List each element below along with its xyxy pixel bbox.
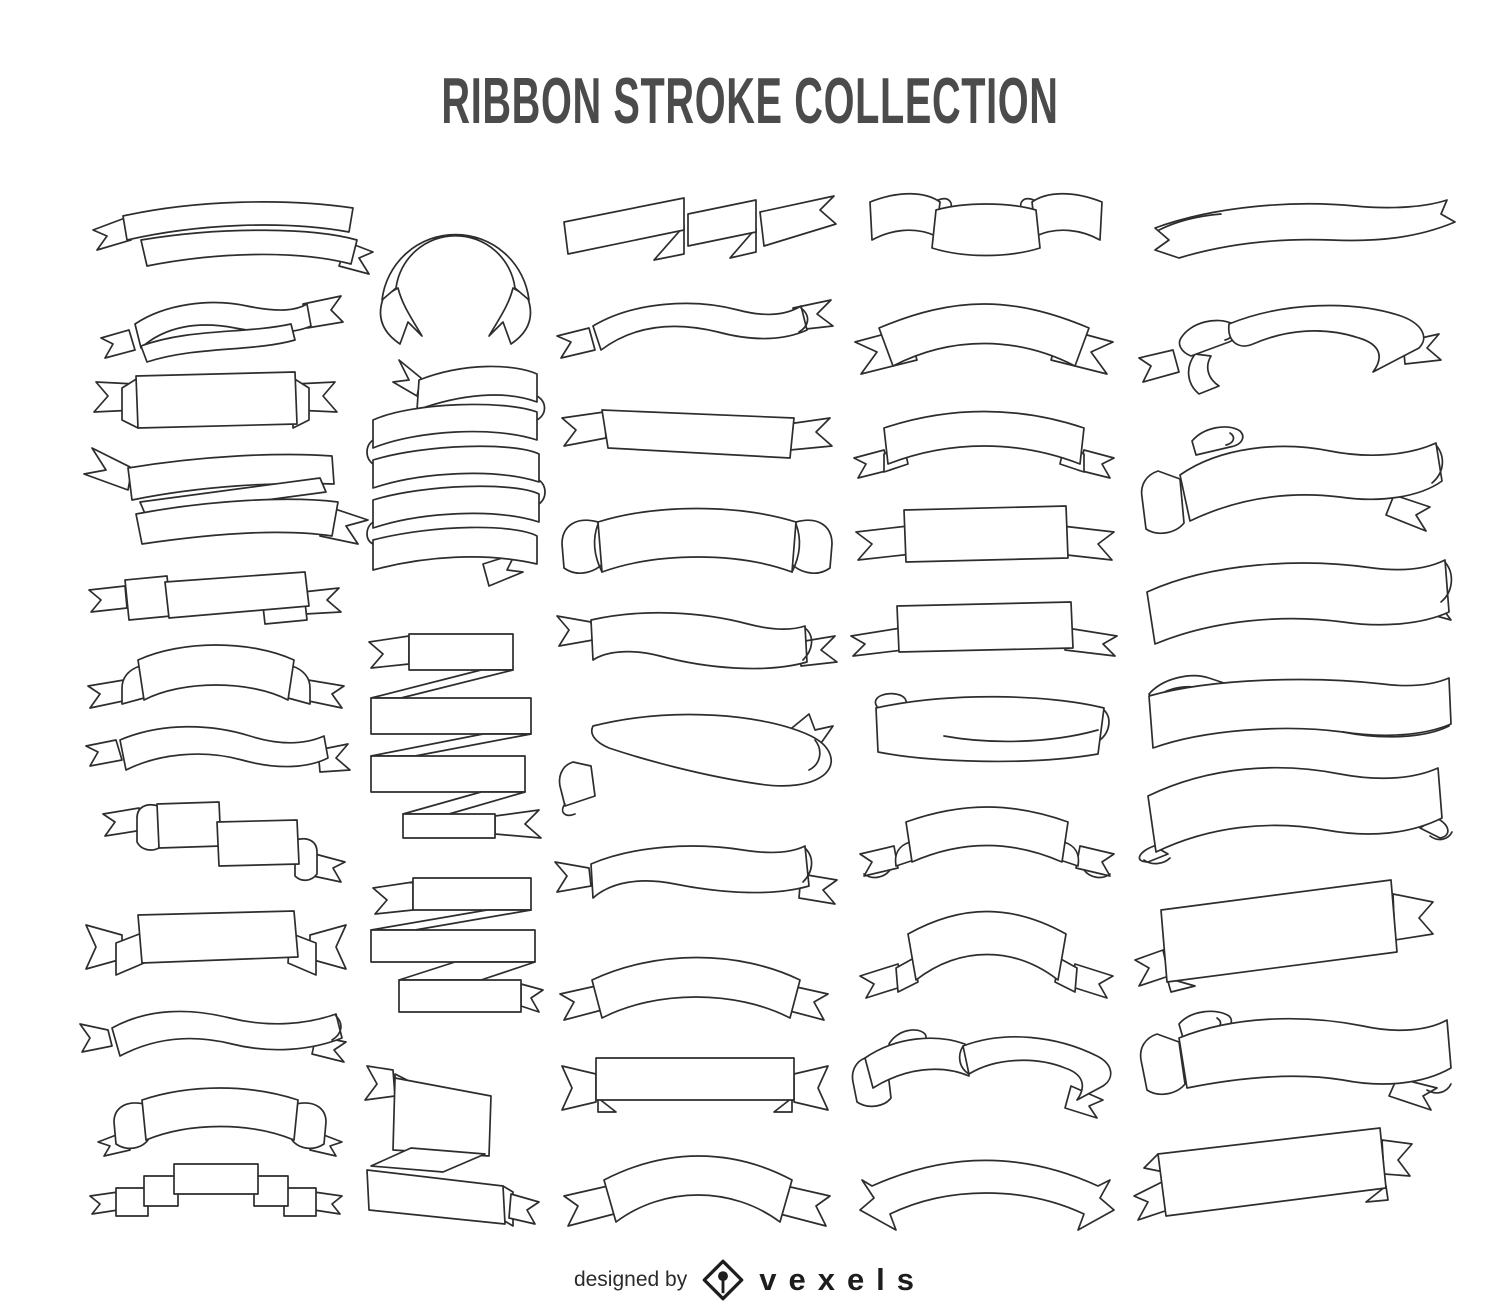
ribbon-wave-roll-forked [1139,1010,1452,1111]
ribbon-straight-bowtie-banner [561,1057,829,1113]
ribbon-crossing-diagonal [83,447,369,545]
ribbon-large-scroll-wave [1140,426,1444,535]
ribbon-wide-fork-arched-banner [854,303,1114,375]
ribbon-circle [379,233,532,345]
ribbon-reverse-wave-forked-banner [554,845,838,905]
ribbon-s-curve-forked [556,299,834,359]
ribbon-angular-two-band [364,1065,540,1227]
ribbon-wave-forked-banner [556,611,838,670]
ribbon-thick-scroll [558,713,834,817]
designed-by-label: designed by [573,1268,688,1291]
ribbon-rolled-scroll [874,692,1110,763]
ribbon-straight-banner-wide-forks [855,505,1115,563]
ribbon-curled-wing-banner [869,192,1103,257]
footer: designed by vexels [0,1258,1500,1302]
ribbon-stepped-curl [102,801,346,883]
vexels-diamond-pen-icon [702,1259,744,1301]
ribbon-arched-side-folds [87,644,345,709]
ribbon-folded-banner [93,371,338,429]
page-title: RIBBON STROKE COLLECTION [441,65,1059,138]
ribbon-slanted-forked-banner [561,409,833,459]
ribbon-wave-curly-end-banner [1138,766,1453,865]
ribbon-wide-arch-notched-banner [859,1159,1115,1231]
ribbon-curl-flap-arched-banner [561,507,833,574]
ribbon-s-fold-forked [1138,304,1442,395]
ribbon-slanted-notched-banner [1133,1127,1413,1221]
ribbon-curled-flap-arch [97,1087,343,1157]
ribbon-thin-straight-forked-banner [850,601,1118,657]
ribbon-zigzag-four-bands [368,633,542,839]
ribbon-three-tier-step-banner [89,1163,343,1217]
ribbon-deep-arch-forked-banner [563,1155,831,1227]
ribbon-slanted-panel-banner [88,571,342,625]
ribbon-arched-banner-curl-forks [859,806,1115,879]
ribbon-grid [79,192,1456,1231]
ribbon-flowing-wave [79,1010,347,1063]
ribbon-serpentine-scroll [366,359,546,587]
ribbon-large-wave-banner [1146,559,1453,645]
ribbon-diagonal-double-band [92,201,374,275]
ribbon-wave-curl [851,1029,1112,1119]
ribbon-arched-forked-banner [559,956,829,1021]
vexels-wordmark: vexels [759,1262,927,1297]
ribbon-double-curl-wave [100,295,344,363]
ribbon-slanted-forked-rect-banner [1134,879,1434,993]
ribbon-diagonal-step [563,195,837,261]
ribbon-wave-underfold-banner [1148,674,1452,749]
ribbon-s-wave [85,725,351,773]
ribbon-zigzag-three-bands [370,877,544,1013]
ribbon-steep-arch-forked-banner [859,910,1114,999]
ribbon-arched-banner-small-forks [853,410,1115,479]
ribbon-torn-edge-banner [1154,199,1456,259]
ribbon-classic-bowtie-banner [85,910,347,976]
